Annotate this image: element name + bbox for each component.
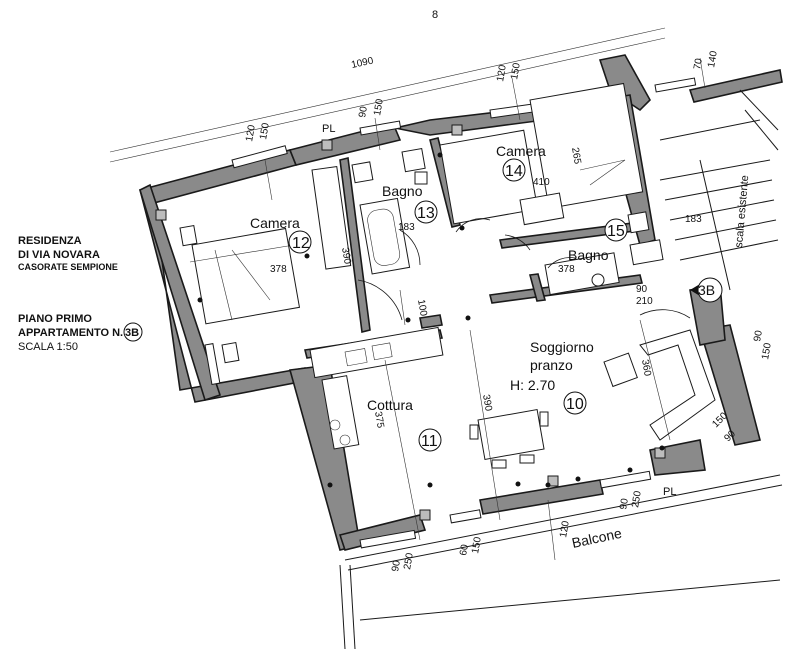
dimension-lines bbox=[189, 57, 706, 561]
room-name-bagno-13: Bagno bbox=[382, 183, 423, 199]
dim-camera-12-width: 378 bbox=[270, 264, 287, 275]
dim-top-4a: 70 bbox=[692, 57, 705, 70]
room-number-11: 11 bbox=[421, 433, 438, 450]
dim-bagno-15-width: 378 bbox=[558, 264, 575, 275]
dim-camera-14-depth: 265 bbox=[569, 147, 583, 166]
bed bbox=[191, 227, 301, 325]
dim-cottura-11: 375 bbox=[372, 411, 386, 430]
top-dimension-line: 1090 bbox=[109, 27, 666, 163]
balcony bbox=[339, 474, 783, 649]
room-number-10: 10 bbox=[566, 396, 584, 413]
stair bbox=[659, 89, 779, 291]
room-camera-12: Camera 12 378 390 bbox=[250, 215, 353, 275]
doors bbox=[357, 218, 691, 321]
dim-top-4b: 140 bbox=[706, 50, 720, 69]
room-name-camera-14: Camera bbox=[496, 143, 546, 159]
title-residence: RESIDENZA bbox=[18, 235, 82, 247]
dim-bottom-2a: 60 bbox=[458, 543, 471, 556]
dim-right-b: 150 bbox=[760, 342, 774, 361]
dim-entry-b: 210 bbox=[636, 296, 653, 307]
room-bagno-15: 15 Bagno 378 183 bbox=[558, 214, 702, 275]
dim-camera-14-width: 410 bbox=[533, 177, 550, 188]
dim-bottom-2b: 150 bbox=[470, 536, 484, 555]
room-soggiorno-10: Soggiorno pranzo H: 2.70 10 390 360 bbox=[480, 339, 653, 415]
title-apartment-number: 3B bbox=[125, 327, 139, 339]
bed-camera-14 bbox=[529, 82, 644, 209]
room-number-13: 13 bbox=[417, 205, 435, 222]
room-height-soggiorno: H: 2.70 bbox=[510, 377, 555, 393]
dim-bagno-15-depth: 183 bbox=[685, 214, 702, 225]
room-bagno-13: Bagno 13 183 bbox=[382, 183, 438, 233]
room-name-bagno-15: Bagno bbox=[568, 247, 609, 263]
dim-entry-a: 90 bbox=[636, 284, 648, 295]
dim-top-total: 1090 bbox=[350, 55, 374, 70]
room-number-12: 12 bbox=[292, 235, 310, 252]
bottom-dims: 90 250 60 150 120 90 250 bbox=[390, 490, 644, 573]
top-dims: 120 150 90 150 120 150 70 140 bbox=[244, 50, 720, 143]
dim-bottom-1a: 90 bbox=[390, 559, 403, 572]
dim-top-3a: 120 bbox=[495, 64, 509, 83]
room-name-camera-12: Camera bbox=[250, 215, 300, 231]
dim-top-3b: 150 bbox=[509, 62, 523, 81]
title-block: RESIDENZA DI VIA NOVARA CASORATE SEMPION… bbox=[18, 235, 143, 353]
room-name-soggiorno-line1: Soggiorno bbox=[530, 339, 594, 355]
dim-corridor: 100 bbox=[415, 299, 429, 318]
stair-label: scala esistente bbox=[733, 175, 751, 249]
furniture bbox=[179, 82, 716, 469]
bathtub bbox=[359, 197, 411, 275]
title-street: DI VIA NOVARA bbox=[18, 249, 100, 261]
room-cottura-11: Cottura 11 375 bbox=[367, 397, 442, 452]
room-name-cottura-11: Cottura bbox=[367, 397, 413, 413]
room-camera-14: Camera 14 410 265 bbox=[496, 143, 583, 188]
dim-bottom-1b: 250 bbox=[402, 552, 416, 571]
dim-soggiorno-a: 390 bbox=[480, 394, 494, 413]
title-town: CASORATE SEMPIONE bbox=[18, 262, 118, 272]
dim-top-1a: 120 bbox=[244, 124, 258, 143]
dim-right-a: 90 bbox=[752, 329, 765, 342]
room-number-15: 15 bbox=[607, 223, 625, 240]
title-floor: PIANO PRIMO bbox=[18, 313, 92, 325]
room-name-soggiorno-line2: pranzo bbox=[530, 357, 573, 373]
dim-top-1b: 150 bbox=[258, 122, 272, 141]
sofa bbox=[639, 329, 716, 441]
title-scale: SCALA 1:50 bbox=[18, 341, 78, 353]
dim-top-2b: 150 bbox=[372, 98, 386, 117]
dim-soggiorno-b: 360 bbox=[639, 359, 653, 378]
kitchen-counter bbox=[309, 326, 444, 379]
page-mark: 8 bbox=[432, 9, 438, 21]
dim-top-2a: 90 bbox=[357, 105, 370, 118]
room-number-14: 14 bbox=[505, 163, 523, 180]
pl-label-bottom: PL bbox=[663, 486, 676, 498]
dim-bottom-3: 120 bbox=[558, 520, 572, 539]
dim-bottom-4a: 90 bbox=[618, 497, 631, 510]
dining-table bbox=[477, 409, 545, 460]
structure-dots bbox=[197, 152, 665, 488]
dim-bottom-4b: 250 bbox=[630, 490, 644, 509]
apartment-marker: 3B bbox=[690, 277, 723, 303]
dim-bagno-13: 183 bbox=[398, 222, 415, 233]
apartment-marker-label: 3B bbox=[698, 282, 715, 298]
pl-label-top: PL bbox=[322, 123, 335, 135]
dim-camera-12-depth: 390 bbox=[339, 247, 353, 266]
title-apartment: APPARTAMENTO N. bbox=[18, 327, 123, 339]
balcony-label: Balcone bbox=[570, 525, 623, 551]
